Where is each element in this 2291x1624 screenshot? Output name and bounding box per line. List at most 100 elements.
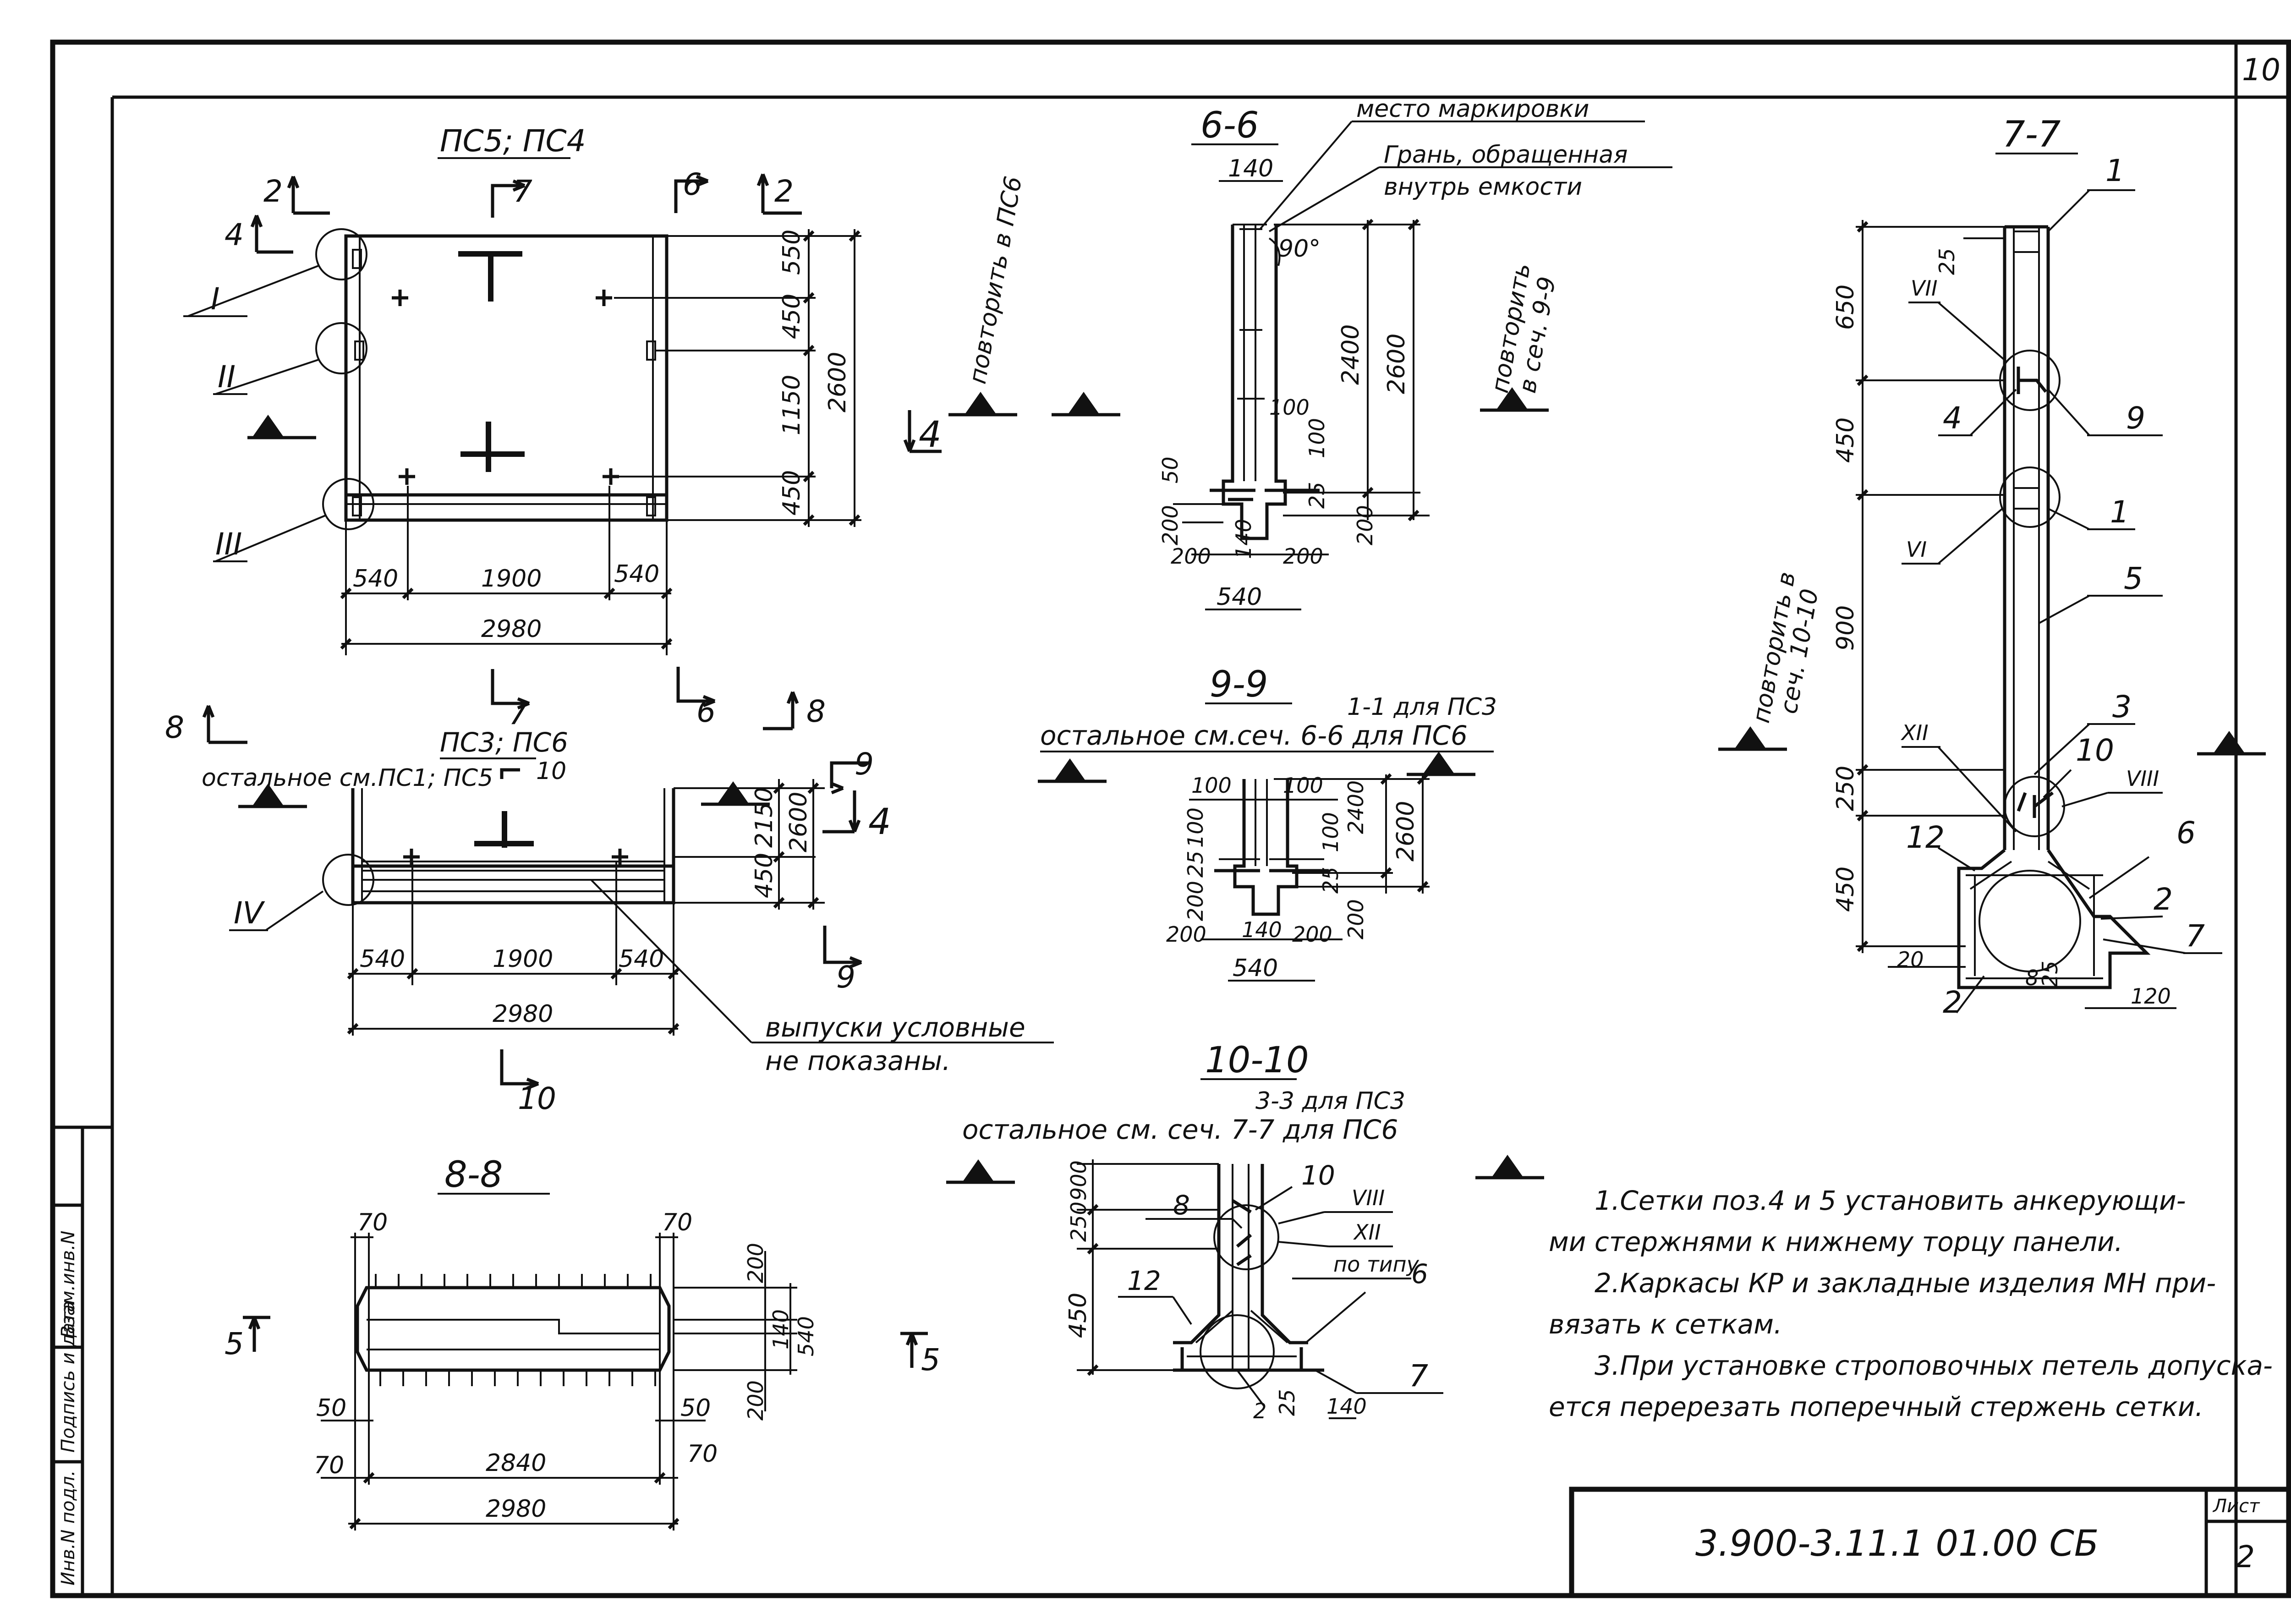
level-mark xyxy=(1496,387,1528,410)
s66-dim-50: 50 xyxy=(1158,456,1183,483)
s77-dim-120: 120 xyxy=(2131,984,2171,1009)
mark-6-top: 6 xyxy=(683,167,702,202)
s1010-title: 10-10 xyxy=(1205,1040,1309,1081)
s66-dim-540: 540 xyxy=(1217,583,1262,611)
s88-dim-70-br: 70 xyxy=(687,1440,718,1468)
s1010-callout-XII: XII xyxy=(1353,1220,1381,1245)
ps3-dim-540-right: 540 xyxy=(619,945,664,973)
note-line-6: ется перерезать поперечный стержень сетк… xyxy=(1549,1391,2203,1422)
ps3-dim-2600: 2600 xyxy=(785,792,812,852)
view-ps3-subnote: остальное см.ПС1; ПС5 xyxy=(202,764,493,792)
s66-dim-140-top: 140 xyxy=(1228,155,1273,182)
general-notes: 1.Сетки поз.4 и 5 установить анкерующи- … xyxy=(1549,1185,2273,1422)
s99-dim-100-d: 100 xyxy=(1318,812,1343,852)
s77-dim-450-top: 450 xyxy=(1832,417,1859,463)
s99-dim-100-c: 100 xyxy=(1183,807,1208,848)
mark-4-right: 4 xyxy=(919,414,942,455)
s77-dim-900: 900 xyxy=(1832,605,1859,651)
s66-dim-200-a: 200 xyxy=(1171,544,1211,569)
section-10-10: 10-10 3-3 для ПС3 остальное см. сеч. 7-7… xyxy=(946,1040,1544,1423)
s77-callout-XII: XII xyxy=(1901,720,1929,745)
s66-dim-200-b: 200 xyxy=(1283,544,1323,569)
s99-dim-25-b: 25 xyxy=(1318,867,1343,894)
s66-dim-140: 140 xyxy=(1231,519,1256,559)
section-7-7: 7-7 650 25 450 900 250 450 xyxy=(1718,114,2266,1020)
s1010-pos-12: 12 xyxy=(1127,1265,1161,1296)
drawing-code: 3.900-3.11.1 01.00 СБ xyxy=(1695,1523,2099,1564)
ps3-dim-450: 450 xyxy=(751,853,778,898)
ps5-dim-540-left: 540 xyxy=(353,565,398,593)
s77-callout-VIII: VIII xyxy=(2126,766,2159,791)
level-mark xyxy=(252,415,284,438)
mark-9-bottom: 9 xyxy=(836,960,855,995)
mark-5-right: 5 xyxy=(921,1342,940,1377)
section-6-6: 6-6 место маркировки Грань, обращенная в… xyxy=(1052,95,1672,611)
s66-dim-200-left: 200 xyxy=(1158,505,1183,545)
sheet-frame xyxy=(50,39,2291,1598)
s66-label-face: Грань, обращенная xyxy=(1384,141,1628,169)
stamp-inv-no: Инв.N подл. xyxy=(58,1470,79,1586)
s88-dim-70-bl: 70 xyxy=(314,1452,344,1479)
s1010-pos-8: 8 xyxy=(1173,1190,1190,1221)
s77-pos-5: 5 xyxy=(2124,561,2143,596)
s66-dim-100-a: 100 xyxy=(1269,395,1310,420)
s1010-pos-10: 10 xyxy=(1301,1160,1335,1191)
level-mark xyxy=(1734,726,1766,749)
mark-7-bottom: 7 xyxy=(509,696,528,731)
level-mark xyxy=(1491,1155,1524,1178)
mark-9-top: 9 xyxy=(855,746,874,782)
mark-10-bottom: 10 xyxy=(518,1081,556,1116)
s77-dim-8: 8 xyxy=(2025,966,2039,990)
title-block xyxy=(1569,1487,2289,1596)
level-mark xyxy=(252,784,284,807)
s77-title: 7-7 xyxy=(2002,114,2061,155)
mark-8-left: 8 xyxy=(165,710,184,745)
ps5-dim-2600: 2600 xyxy=(824,352,851,412)
view-ps5-ps4: ПС5; ПС4 I II III xyxy=(183,123,1027,731)
s88-dim-50-left: 50 xyxy=(316,1394,346,1422)
s88-dim-70-tr: 70 xyxy=(662,1209,692,1236)
ps5-dim-2980: 2980 xyxy=(481,615,542,643)
mark-2-right: 2 xyxy=(774,174,794,209)
view-ps3-ps6: ПС3; ПС6 остальное см.ПС1; ПС5 IV 540 19… xyxy=(165,691,1054,1116)
s1010-dim-250: 250 xyxy=(1066,1202,1091,1242)
s66-label-marking: место маркировки xyxy=(1356,95,1589,123)
ps3-outlet-note-2: не показаны. xyxy=(765,1045,951,1076)
s99-dim-540: 540 xyxy=(1233,955,1278,982)
section-8-8: 8-8 70 70 200 140 540 200 50 50 70 xyxy=(225,1154,940,1531)
s1010-pos-2: 2 xyxy=(1253,1399,1266,1423)
s1010-pos-7: 7 xyxy=(1409,1358,1428,1394)
s66-title: 6-6 xyxy=(1200,105,1259,146)
mark-5-left: 5 xyxy=(225,1326,244,1361)
s99-dim-200-right: 200 xyxy=(1343,899,1368,939)
s77-dim-25: 25 xyxy=(1935,248,1959,275)
ps5-dim-550: 550 xyxy=(778,230,806,275)
s1010-dim-140: 140 xyxy=(1326,1394,1367,1419)
s1010-by-type: по типу xyxy=(1333,1252,1420,1277)
s77-dim-650: 650 xyxy=(1832,285,1859,330)
side-stamp: Инв.N подл. Подпись и дата Взам.инв.N xyxy=(53,1125,112,1596)
s88-dim-2980: 2980 xyxy=(486,1495,546,1523)
s99-dim-100-b: 100 xyxy=(1283,773,1323,798)
page-number: 10 xyxy=(2242,52,2280,88)
ps3-dim-540-left: 540 xyxy=(360,945,405,973)
note-line-3: 2.Каркасы КР и закладные изделия МН при- xyxy=(1595,1267,2216,1299)
s66-dim-2400: 2400 xyxy=(1337,324,1365,385)
s66-dim-100-b: 100 xyxy=(1304,418,1329,458)
list-number: 2 xyxy=(2236,1539,2255,1575)
s99-dim-25-a: 25 xyxy=(1183,850,1208,878)
stamp-signature-date: Подпись и дата xyxy=(58,1301,79,1453)
view-ps3-title: ПС3; ПС6 xyxy=(440,727,568,758)
s99-dim-2600: 2600 xyxy=(1392,801,1420,861)
s99-dim-200-left: 200 xyxy=(1183,881,1208,921)
ps5-note-repeat: повторить в ПС6 xyxy=(964,174,1028,386)
ps5-dim-540-right: 540 xyxy=(614,560,659,588)
s88-title: 8-8 xyxy=(444,1154,503,1196)
s77-pos-3: 3 xyxy=(2112,689,2132,724)
s77-pos-10: 10 xyxy=(2076,733,2114,768)
ps3-dim-2980: 2980 xyxy=(493,1000,553,1028)
callout-II: II xyxy=(218,359,236,395)
s1010-subnote-1: 3-3 для ПС3 xyxy=(1255,1087,1405,1115)
s77-pos-7: 7 xyxy=(2186,918,2205,954)
